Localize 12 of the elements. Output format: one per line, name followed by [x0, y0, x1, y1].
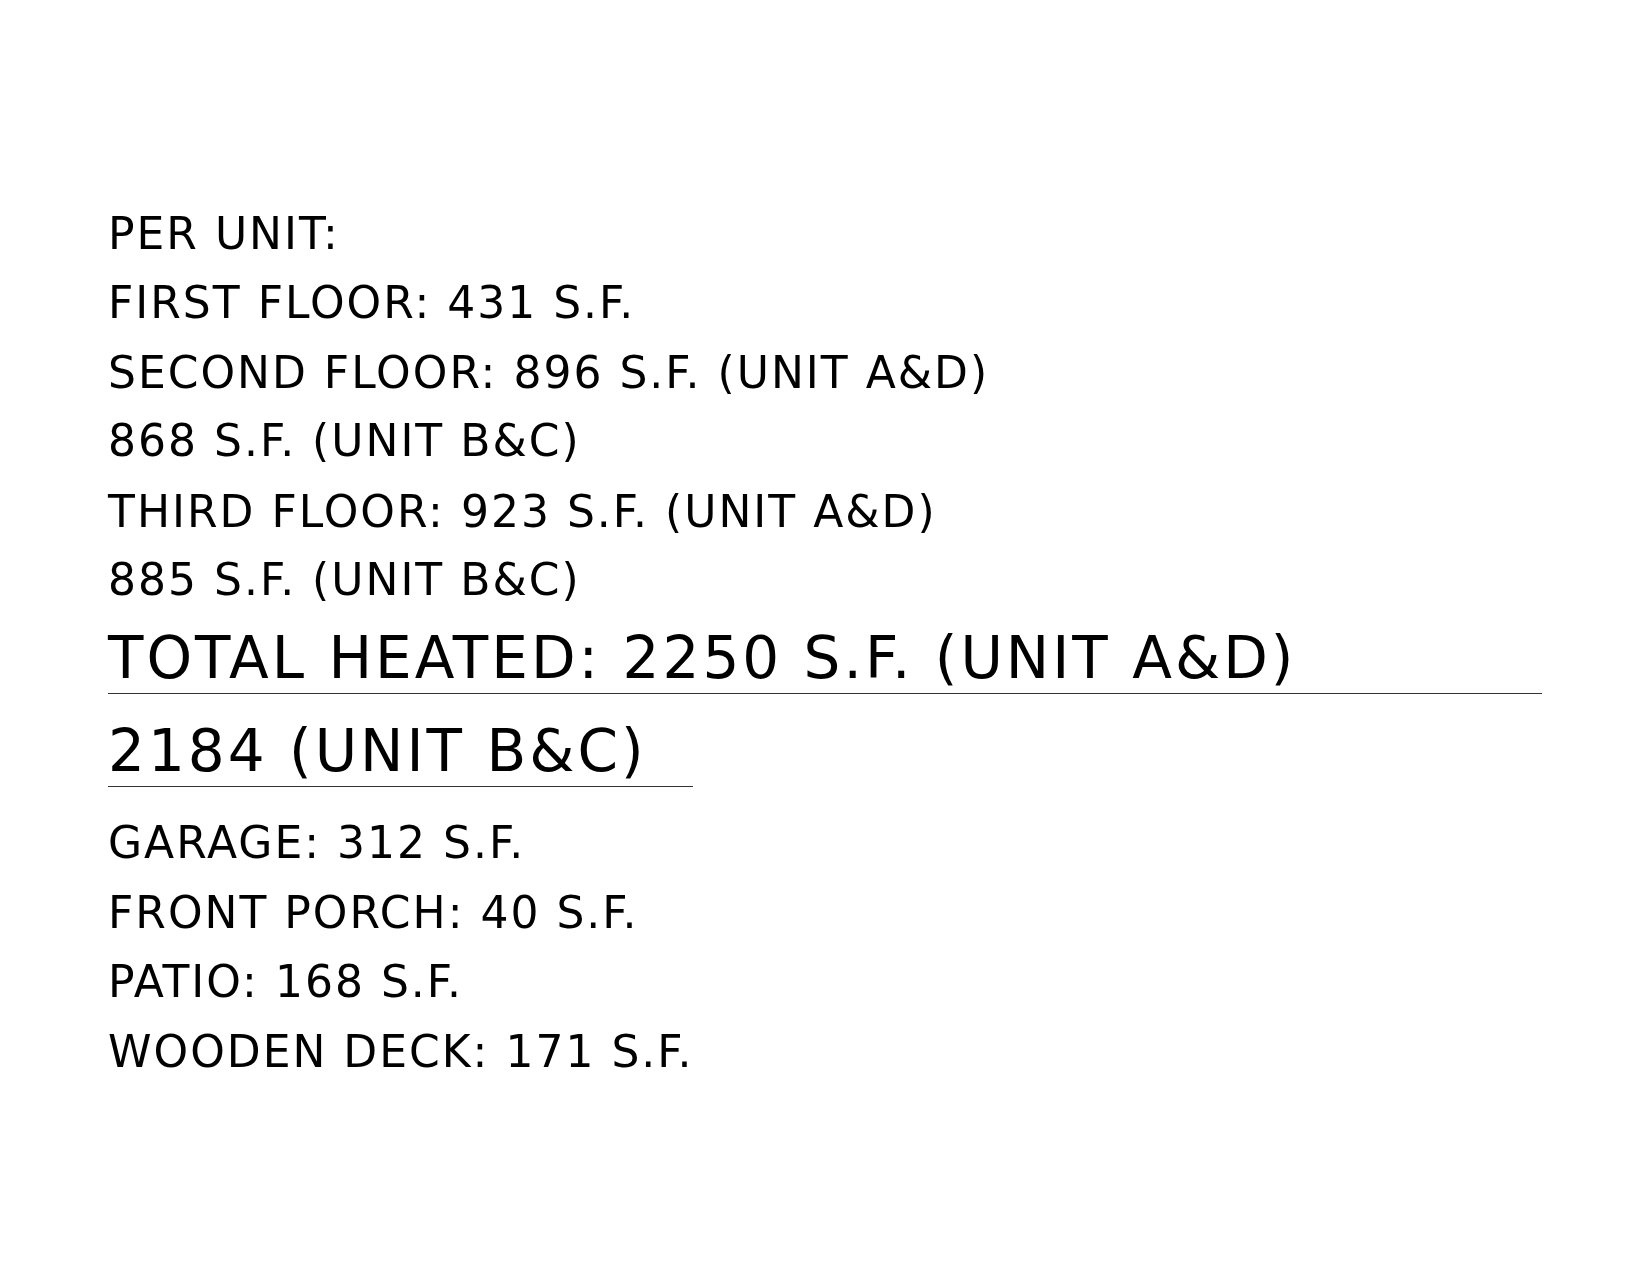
- area-text: THIRD FLOOR: 923 S.F. (UNIT A&D): [108, 490, 937, 534]
- total-area-text: 2184 (UNIT B&C): [108, 722, 647, 780]
- area-text: 885 S.F. (UNIT B&C): [108, 558, 581, 602]
- area-text: WOODEN DECK: 171 S.F.: [108, 1030, 694, 1074]
- area-text: FIRST FLOOR: 431 S.F.: [108, 281, 636, 325]
- area-text: GARAGE: 312 S.F.: [108, 821, 526, 865]
- area-text: PER UNIT:: [108, 212, 340, 256]
- area-text: FRONT PORCH: 40 S.F.: [108, 891, 639, 935]
- area-text: PATIO: 168 S.F.: [108, 960, 464, 1004]
- area-text: SECOND FLOOR: 896 S.F. (UNIT A&D): [108, 351, 990, 395]
- total-area-text: TOTAL HEATED: 2250 S.F. (UNIT A&D): [108, 629, 1297, 687]
- area-text: 868 S.F. (UNIT B&C): [108, 419, 581, 463]
